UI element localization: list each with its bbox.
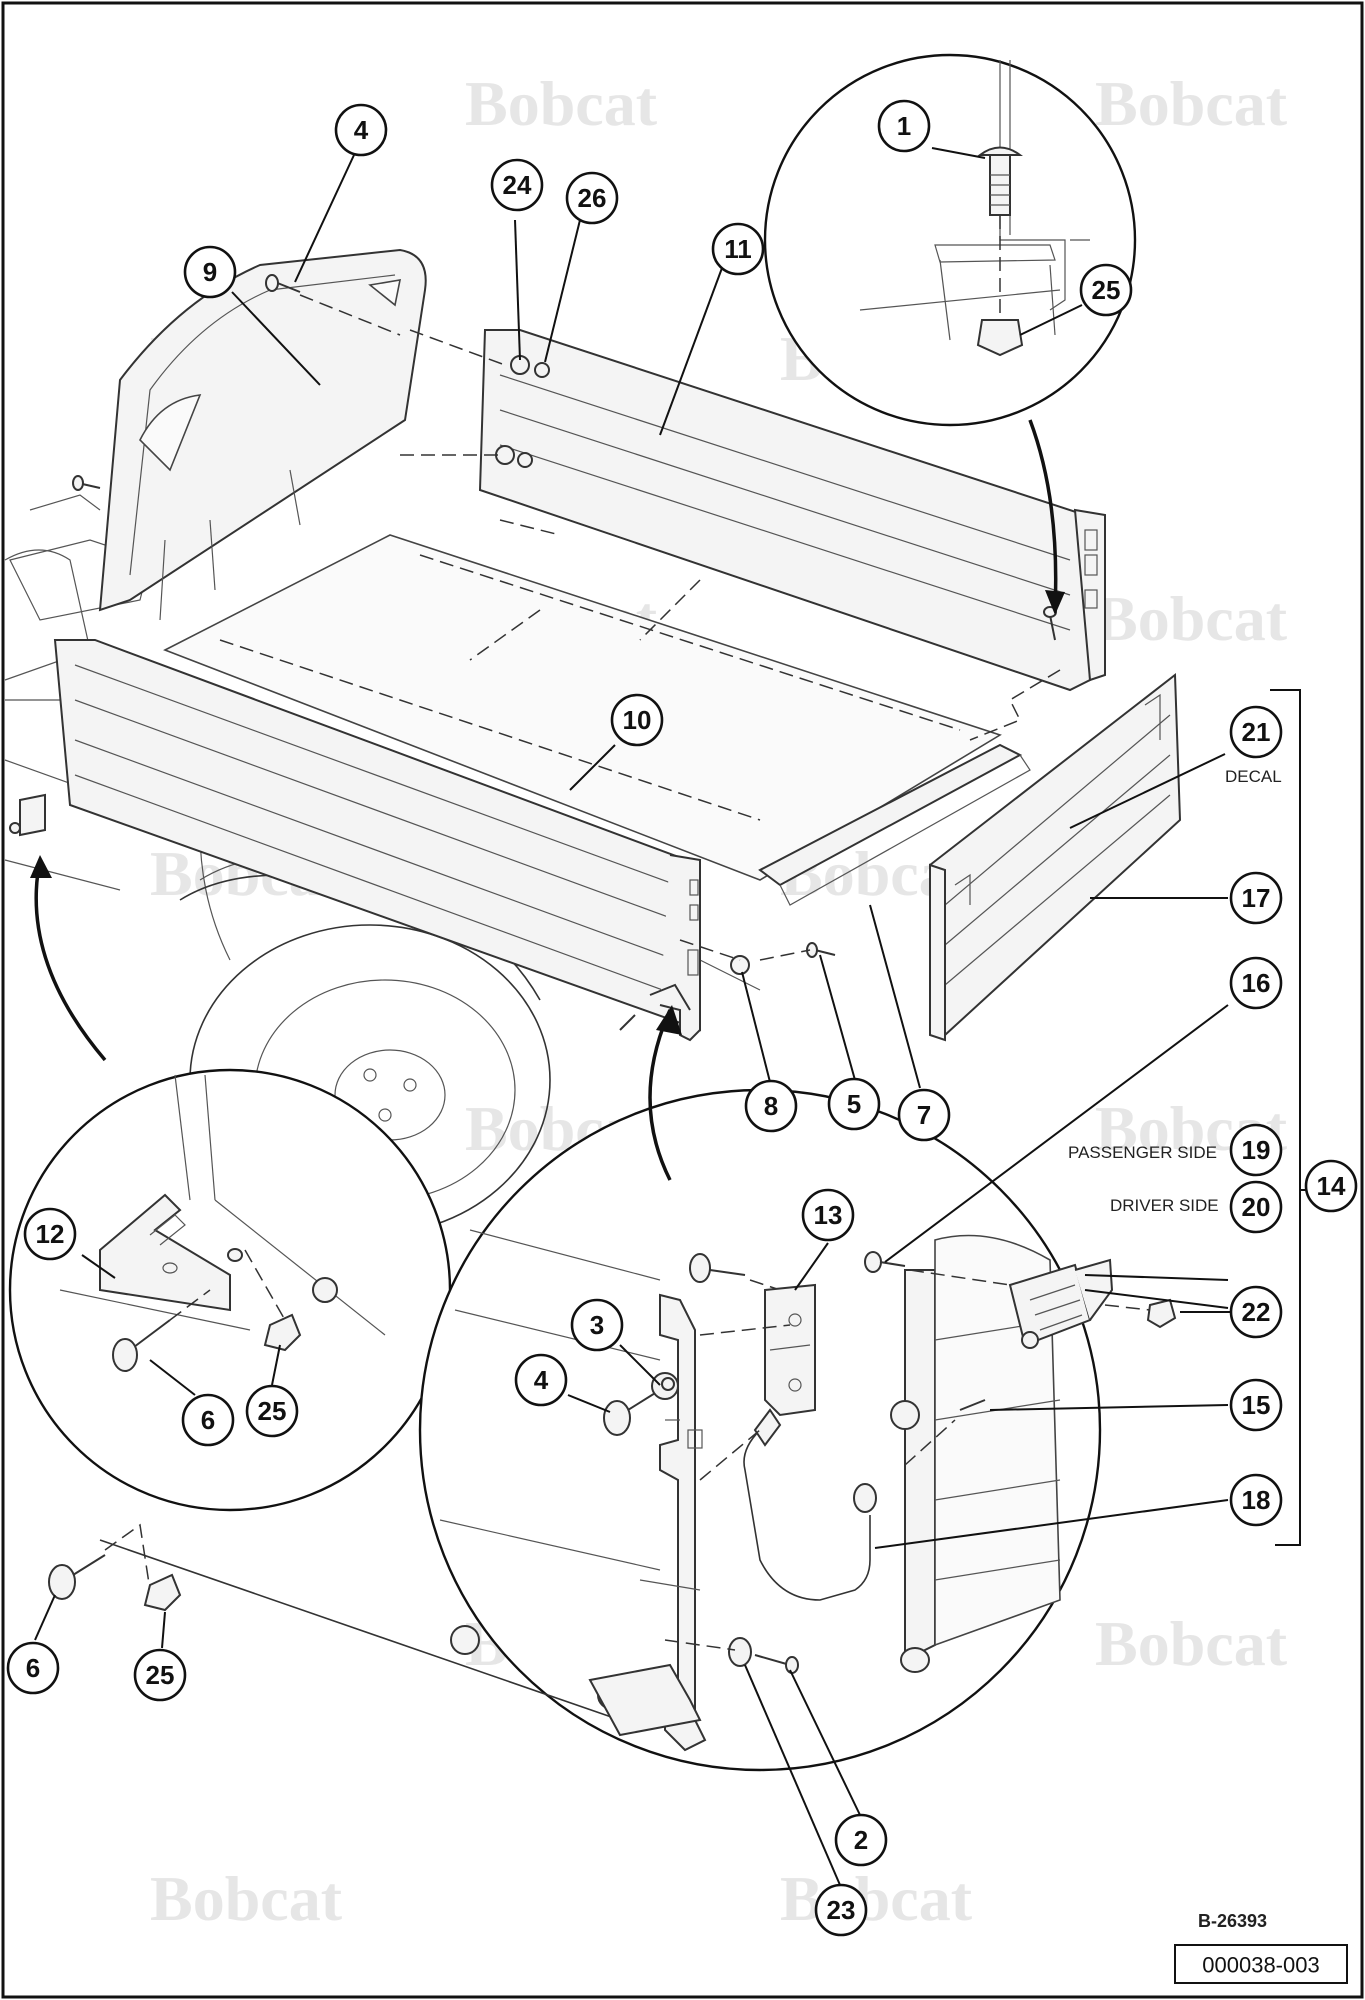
svg-text:3: 3 <box>590 1310 604 1340</box>
watermark: Bobcat <box>465 68 658 139</box>
detail-arrow <box>648 1009 672 1181</box>
svg-text:25: 25 <box>258 1396 287 1426</box>
svg-text:1: 1 <box>897 111 911 141</box>
detail-rear-bolt <box>763 53 1137 615</box>
carriage-bolt <box>976 146 1024 156</box>
leader-lines <box>34 147 1233 1886</box>
callout-19: 19 <box>1229 1123 1283 1177</box>
callout-21: 21 <box>1229 705 1283 759</box>
svg-text:20: 20 <box>1242 1192 1271 1222</box>
callout-11: 11 <box>711 222 765 276</box>
nut-8 <box>730 955 750 975</box>
watermark: Bobcat <box>1095 583 1288 654</box>
svg-text:6: 6 <box>26 1653 40 1683</box>
svg-text:4: 4 <box>534 1365 549 1395</box>
svg-text:4: 4 <box>354 115 369 145</box>
svg-text:6: 6 <box>201 1405 215 1435</box>
callout-2: 2 <box>834 1813 888 1867</box>
detail-bracket <box>8 855 452 1512</box>
svg-text:21: 21 <box>1242 717 1271 747</box>
callout-16: 16 <box>1229 956 1283 1010</box>
watermark: Bobcat <box>780 1863 973 1934</box>
svg-text:18: 18 <box>1242 1485 1271 1515</box>
decal-label: DECAL <box>1225 767 1282 786</box>
watermark: Bobcat <box>1095 68 1288 139</box>
svg-text:15: 15 <box>1242 1390 1271 1420</box>
svg-text:17: 17 <box>1242 883 1271 913</box>
svg-text:10: 10 <box>623 705 652 735</box>
callout-26: 26 <box>565 171 619 225</box>
callout-25: 25 <box>133 1648 187 1702</box>
svg-text:5: 5 <box>847 1089 861 1119</box>
passenger-side-label: PASSENGER SIDE <box>1068 1143 1217 1162</box>
watermark: Bobcat <box>1095 1608 1288 1679</box>
svg-text:24: 24 <box>503 170 532 200</box>
svg-text:2: 2 <box>854 1825 868 1855</box>
callout-6: 6 <box>181 1393 235 1447</box>
callout-14: 14 <box>1304 1159 1358 1213</box>
callout-24: 24 <box>490 158 544 212</box>
callout-10: 10 <box>610 693 664 747</box>
svg-text:9: 9 <box>203 257 217 287</box>
tailgate-section <box>904 1269 936 1662</box>
callout-4: 4 <box>334 103 388 157</box>
svg-text:11: 11 <box>724 234 752 264</box>
group-bracket <box>1270 689 1301 1546</box>
svg-text:13: 13 <box>814 1200 843 1230</box>
callout-12: 12 <box>23 1207 77 1261</box>
callout-13: 13 <box>801 1188 855 1242</box>
callout-5: 5 <box>827 1077 881 1131</box>
svg-text:16: 16 <box>1242 968 1271 998</box>
bed-floor <box>163 534 1002 881</box>
tailgate-cable <box>743 1429 871 1601</box>
front-panel <box>98 248 427 612</box>
callout-20: 20 <box>1229 1180 1283 1234</box>
detail-arrow <box>1028 419 1058 611</box>
svg-text:23: 23 <box>827 1895 856 1925</box>
callout-6: 6 <box>6 1641 60 1695</box>
svg-text:26: 26 <box>578 183 607 213</box>
callout-25: 25 <box>245 1384 299 1438</box>
svg-text:25: 25 <box>1092 275 1121 305</box>
callout-18: 18 <box>1229 1473 1283 1527</box>
bracket <box>99 1193 231 1312</box>
callout-4: 4 <box>514 1353 568 1407</box>
document-number-box <box>1174 1944 1348 1984</box>
driver-side-label: DRIVER SIDE <box>1110 1196 1219 1215</box>
cargo-bed <box>9 248 1182 1042</box>
svg-text:7: 7 <box>917 1100 931 1130</box>
callout-22: 22 <box>1229 1285 1283 1339</box>
callout-9: 9 <box>183 245 237 299</box>
svg-text:8: 8 <box>764 1091 778 1121</box>
detail-circle <box>763 53 1137 427</box>
callout-1: 1 <box>877 99 931 153</box>
svg-text:12: 12 <box>36 1219 65 1249</box>
figure-number: B-26393 <box>1198 1911 1267 1931</box>
callout-7: 7 <box>897 1088 951 1142</box>
svg-text:22: 22 <box>1242 1297 1271 1327</box>
svg-text:19: 19 <box>1242 1135 1271 1165</box>
lock-nut <box>976 319 1024 357</box>
detail-arrow <box>34 859 107 1062</box>
hinge-block <box>764 1283 816 1417</box>
callout-25: 25 <box>1079 263 1133 317</box>
callout-23: 23 <box>814 1883 868 1937</box>
detail-tailgate-hinge <box>48 1005 1177 1772</box>
watermark: Bobcat <box>150 1863 343 1934</box>
document-number: 000038-003 <box>1202 1953 1319 1978</box>
callout-17: 17 <box>1229 871 1283 925</box>
svg-text:25: 25 <box>146 1660 175 1690</box>
callout-15: 15 <box>1229 1378 1283 1432</box>
callout-3: 3 <box>570 1298 624 1352</box>
callout-8: 8 <box>744 1079 798 1133</box>
svg-text:14: 14 <box>1317 1171 1346 1201</box>
